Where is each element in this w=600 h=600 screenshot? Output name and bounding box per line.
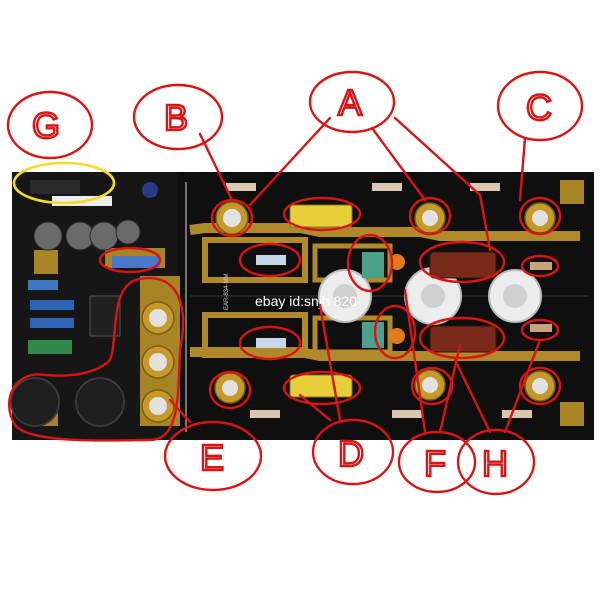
callout-label-b: B <box>164 97 188 138</box>
callout-label-h: H <box>482 443 508 484</box>
capacitor-tops <box>149 209 548 415</box>
watermark-text: ebay id:snjh 820 <box>255 293 357 309</box>
callout-label-e: E <box>200 437 224 478</box>
callout-label-f: F <box>424 443 446 484</box>
callout-label-c: C <box>526 87 552 128</box>
tube-socket-center <box>404 267 462 325</box>
annotation-marks <box>6 70 584 496</box>
highlight-ellipse <box>12 161 116 205</box>
small-components <box>226 183 552 418</box>
board-label: EAR-834-MM <box>224 274 230 310</box>
brown-film-capacitors <box>429 251 497 353</box>
callout-label-g: G <box>32 105 60 146</box>
tube-socket-right <box>488 269 542 323</box>
yellow-film-capacitors <box>289 204 353 398</box>
tube-socket-left <box>318 269 372 323</box>
callout-label-d: D <box>338 433 364 474</box>
callout-label-a: A <box>338 82 362 123</box>
